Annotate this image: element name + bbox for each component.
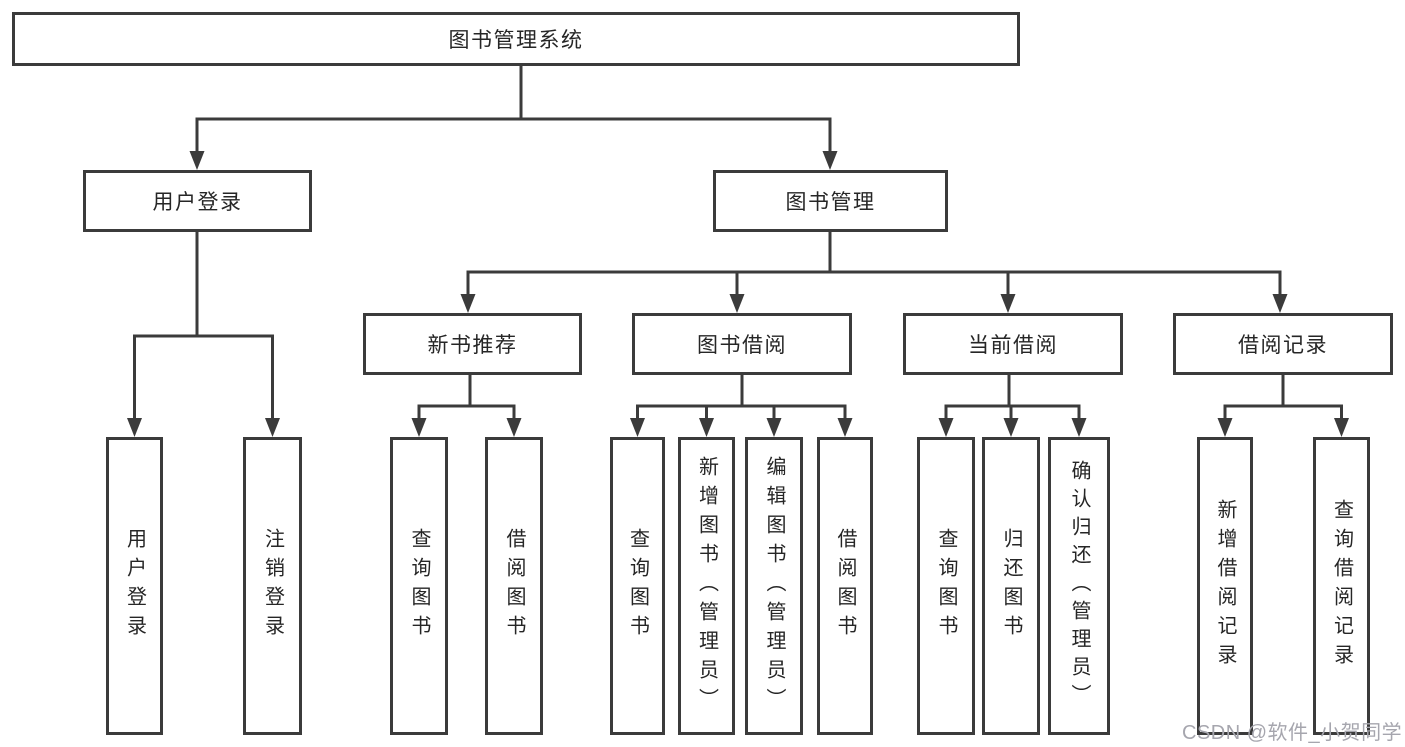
leaf-edit-books-admin: 编辑图书（管理员） xyxy=(745,437,803,735)
leaf-recommend-query-books: 查询图书 xyxy=(390,437,448,735)
leaf-borrow-query-books-label: 查询图书 xyxy=(626,528,649,644)
leaf-add-books-admin: 新增图书（管理员） xyxy=(678,437,735,735)
node-root-label: 图书管理系统 xyxy=(448,29,584,52)
node-user-login-group-label: 用户登录 xyxy=(152,191,243,214)
node-current-borrowing: 当前借阅 xyxy=(903,313,1123,375)
leaf-current-query-books-label: 查询图书 xyxy=(935,528,957,644)
node-user-login-group: 用户登录 xyxy=(83,170,312,232)
node-book-management-label: 图书管理 xyxy=(785,191,876,214)
leaf-confirm-return-admin: 确认归还（管理员） xyxy=(1048,437,1110,735)
leaf-add-borrow-record: 新增借阅记录 xyxy=(1197,437,1253,735)
node-borrowing-records: 借阅记录 xyxy=(1173,313,1393,375)
node-current-borrowing-label: 当前借阅 xyxy=(968,334,1058,357)
leaf-recommend-borrow-books: 借阅图书 xyxy=(485,437,543,735)
leaf-query-borrow-record-label: 查询借阅记录 xyxy=(1330,499,1353,673)
csdn-watermark: CSDN @软件_小贺同学 xyxy=(1182,722,1403,744)
leaf-current-query-books: 查询图书 xyxy=(917,437,975,735)
connector-stems xyxy=(133,66,1343,420)
leaf-return-books-label: 归还图书 xyxy=(1000,528,1022,644)
leaf-add-books-admin-label: 新增图书（管理员） xyxy=(695,455,718,717)
leaf-recommend-borrow-books-label: 借阅图书 xyxy=(503,528,525,644)
leaf-edit-books-admin-label: 编辑图书（管理员） xyxy=(763,455,785,717)
node-book-management: 图书管理 xyxy=(713,170,948,232)
node-root: 图书管理系统 xyxy=(12,12,1020,66)
leaf-borrow-books: 借阅图书 xyxy=(817,437,873,735)
node-new-book-recommend: 新书推荐 xyxy=(363,313,582,375)
node-book-borrowing-label: 图书借阅 xyxy=(697,334,787,357)
leaf-logout: 注销登录 xyxy=(243,437,302,735)
leaf-recommend-query-books-label: 查询图书 xyxy=(408,528,430,644)
leaf-borrow-query-books: 查询图书 xyxy=(610,437,665,735)
leaf-add-borrow-record-label: 新增借阅记录 xyxy=(1214,499,1236,673)
node-borrowing-records-label: 借阅记录 xyxy=(1238,334,1328,357)
arrowheads xyxy=(127,151,1349,437)
node-new-book-recommend-label: 新书推荐 xyxy=(427,334,518,357)
leaf-return-books: 归还图书 xyxy=(982,437,1040,735)
leaf-logout-label: 注销登录 xyxy=(261,528,284,644)
leaf-user-login: 用户登录 xyxy=(106,437,163,735)
node-book-borrowing: 图书借阅 xyxy=(632,313,852,375)
leaf-query-borrow-record: 查询借阅记录 xyxy=(1313,437,1370,735)
leaf-confirm-return-admin-label: 确认归还（管理员） xyxy=(1068,460,1090,712)
leaf-borrow-books-label: 借阅图书 xyxy=(834,528,856,644)
leaf-user-login-label: 用户登录 xyxy=(123,528,146,644)
